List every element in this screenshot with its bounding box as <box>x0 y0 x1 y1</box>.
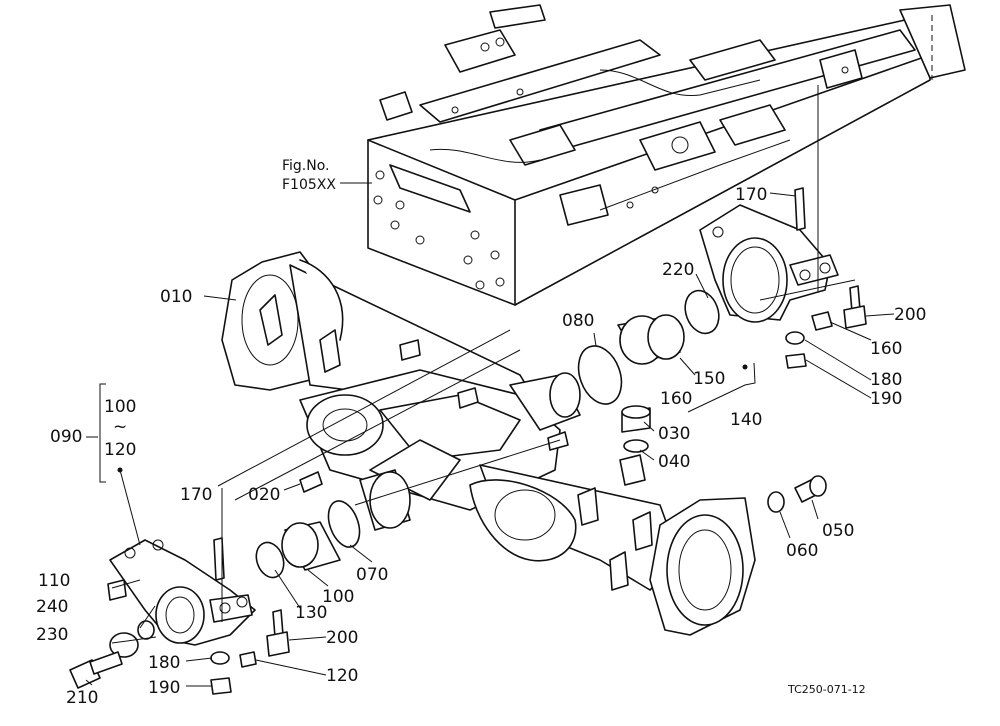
tractor-frame <box>367 4 966 306</box>
label-170-bottom: 170 <box>180 485 212 505</box>
figure-reference: Fig.No. F105XX <box>282 158 372 193</box>
label-210: 210 <box>66 688 98 708</box>
label-100-range-start: 100 <box>104 397 136 417</box>
label-200-top: 200 <box>894 305 926 325</box>
bushing-150 <box>617 314 685 365</box>
grease-nipple-160 <box>811 311 833 331</box>
label-190-bottom: 190 <box>148 678 180 698</box>
label-080: 080 <box>562 311 594 331</box>
fig-ref-label: Fig.No. <box>282 158 330 174</box>
label-030: 030 <box>658 424 690 444</box>
label-130: 130 <box>295 603 327 623</box>
drawing-code: TC250-071-12 <box>787 683 866 696</box>
plug-030 <box>621 405 651 433</box>
label-010: 010 <box>160 287 192 307</box>
grease-nipple-120 <box>239 651 257 668</box>
washer-240 <box>137 620 155 640</box>
nut-190-bottom <box>210 677 232 695</box>
fig-ref-code: F105XX <box>282 177 336 193</box>
label-090: 090 <box>50 427 82 447</box>
label-180-top: 180 <box>870 370 902 390</box>
label-020: 020 <box>248 485 280 505</box>
label-140: 140 <box>730 410 762 430</box>
nut-190-top <box>785 353 807 369</box>
label-100: 100 <box>322 587 354 607</box>
grease-nipple-110 <box>107 579 127 601</box>
label-120-range-end: 120 <box>104 440 136 460</box>
label-170-top: 170 <box>735 185 767 205</box>
label-range-tilde: ~ <box>113 417 127 437</box>
label-230: 230 <box>36 625 68 645</box>
thrust-collar-220 <box>684 289 720 335</box>
part-labels: 010 020 030 040 050 060 070 080 090 100 … <box>36 185 926 708</box>
washer-180-bottom <box>210 651 230 665</box>
label-200-bottom: 200 <box>326 628 358 648</box>
stud-170-top <box>794 187 806 231</box>
bushing-100 <box>281 521 341 571</box>
washer-230 <box>109 632 139 658</box>
washer-040 <box>623 439 649 453</box>
label-070: 070 <box>356 565 388 585</box>
front-axle-support-front <box>109 539 256 646</box>
washer-060 <box>767 491 785 513</box>
label-180-bottom: 180 <box>148 653 180 673</box>
washer-180-top <box>785 331 805 345</box>
label-190-top: 190 <box>870 389 902 409</box>
label-150: 150 <box>693 369 725 389</box>
plug-020 <box>299 471 323 493</box>
label-040: 040 <box>658 452 690 472</box>
front-axle-support-rear <box>699 204 839 323</box>
label-220: 220 <box>662 260 694 280</box>
label-060: 060 <box>786 541 818 561</box>
bolt-210 <box>69 651 123 689</box>
bolt-200-top <box>843 285 867 329</box>
thrust-collar-130 <box>255 541 285 579</box>
label-160-top: 160 <box>870 339 902 359</box>
bolt-200-bottom <box>266 609 290 657</box>
label-110: 110 <box>38 571 70 591</box>
label-160-lower: 160 <box>660 389 692 409</box>
drain-plug-050 <box>794 475 827 503</box>
front-axle-case <box>221 251 756 636</box>
label-240: 240 <box>36 597 68 617</box>
o-ring-080 <box>577 345 623 405</box>
label-050: 050 <box>822 521 854 541</box>
label-120: 120 <box>326 666 358 686</box>
leader-lines <box>85 85 895 687</box>
